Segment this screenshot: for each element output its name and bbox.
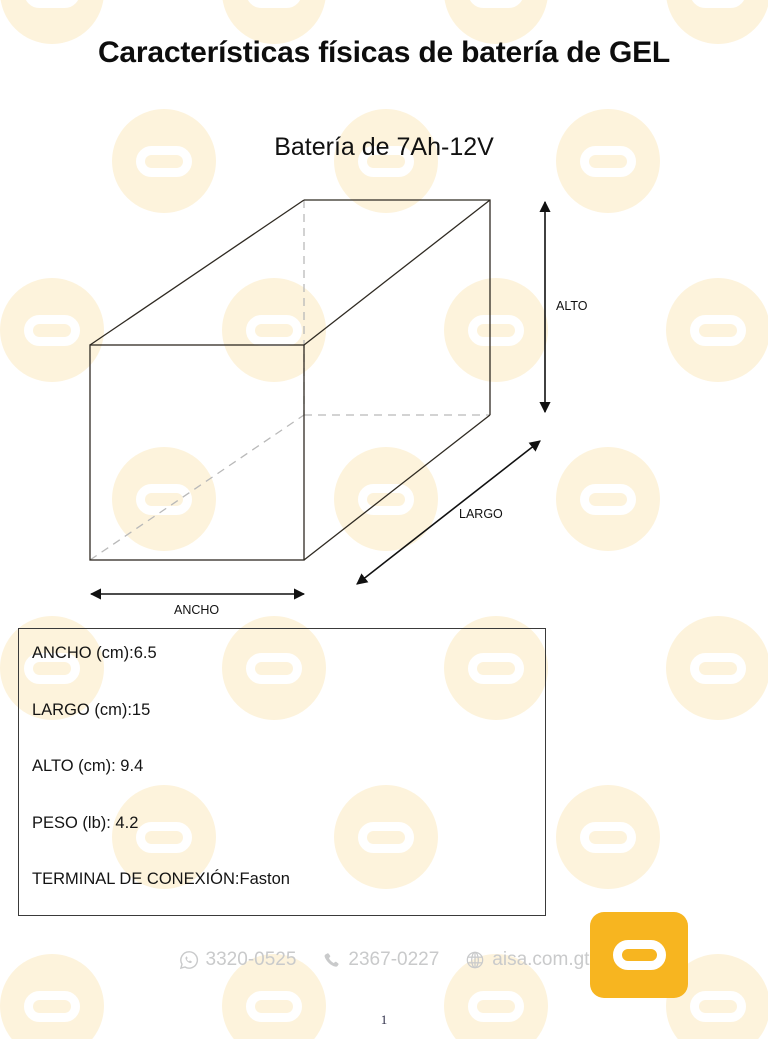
length-dimension-arrow (356, 440, 541, 585)
spec-row-terminal: TERMINAL DE CONEXIÓN:Faston (32, 870, 290, 888)
footer-phone[interactable]: 2367-0227 (322, 949, 439, 971)
website-url: aisa.com.gt (492, 949, 590, 970)
aisa-logo (590, 912, 688, 998)
height-label: ALTO (556, 299, 588, 313)
whatsapp-icon (179, 950, 199, 970)
footer-website[interactable]: aisa.com.gt (465, 949, 589, 971)
phone-icon (322, 951, 341, 970)
logo-mark-icon (612, 940, 666, 970)
footer-whatsapp[interactable]: 3320-0525 (179, 949, 297, 971)
globe-icon (465, 950, 485, 970)
page-subtitle: Batería de 7Ah-12V (274, 133, 494, 161)
spec-row-largo: LARGO (cm):15 (32, 700, 151, 719)
page-title: Características físicas de batería de GE… (97, 36, 671, 69)
phone-number: 2367-0227 (348, 949, 440, 970)
page-number: 1 (380, 1012, 388, 1027)
box-edges (89, 199, 491, 561)
whatsapp-number: 3320-0525 (205, 949, 297, 970)
width-label: ANCHO (174, 603, 219, 617)
spec-row-ancho: ANCHO (cm):6.5 (32, 644, 157, 662)
specifications-box: ANCHO (cm):6.5 LARGO (cm):15 ALTO (cm): … (18, 628, 546, 916)
hidden-edges (89, 200, 490, 561)
spec-row-alto: ALTO (cm): 9.4 (32, 757, 144, 775)
battery-dimension-diagram: ALTO LARGO ANCHO (89, 199, 588, 617)
spec-row-peso: PESO (lb): 4.2 (32, 813, 139, 832)
length-label: LARGO (459, 507, 503, 521)
